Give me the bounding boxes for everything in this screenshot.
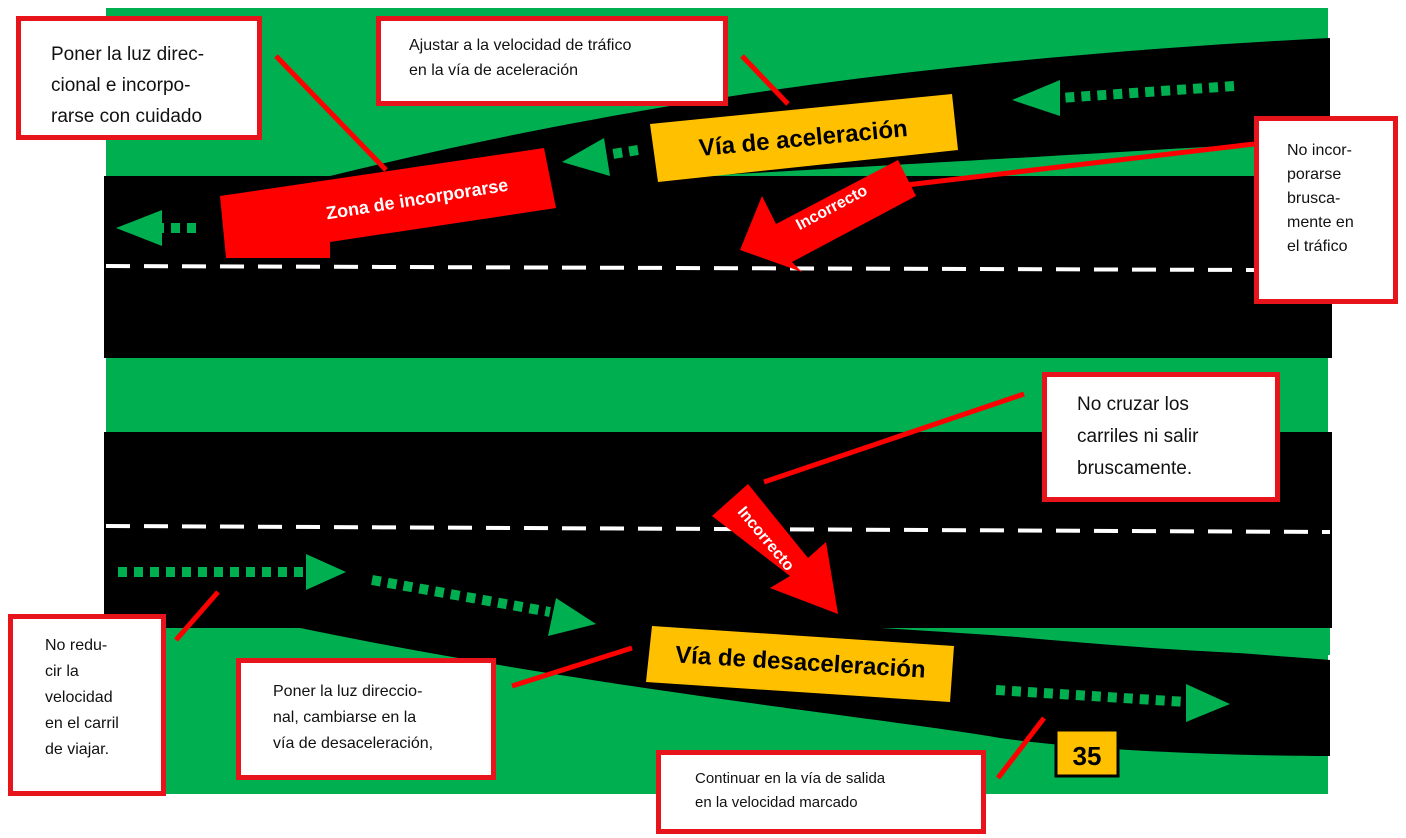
- callout-no-abrupt-merge: No incor- porarse brusca- mente en el tr…: [1254, 116, 1398, 304]
- merge-zone-arrow: Zona de incorporarse: [220, 148, 556, 258]
- green-arrow-ramp-mid: [562, 138, 639, 176]
- green-arrow-to-ramp: [371, 575, 596, 636]
- deceleration-ramp-island: [920, 628, 1330, 655]
- speed-limit-sign: 35: [1054, 728, 1120, 778]
- green-arrow-exit: [995, 684, 1230, 722]
- callout-continue-exit: Continuar en la vía de salida en la velo…: [656, 750, 986, 834]
- top-lane-divider: [105, 264, 1255, 272]
- green-arrow-ramp-in: [1012, 80, 1235, 116]
- callout-signal-merge: Poner la luz direc- cional e incorpo- ra…: [16, 16, 262, 140]
- callout-no-cross-lanes: No cruzar los carriles ni salir bruscame…: [1042, 372, 1280, 502]
- callout-pointer-lines: [174, 54, 1255, 780]
- bottom-lane-divider: [105, 524, 1331, 534]
- speed-limit-label: 35: [1073, 741, 1102, 771]
- green-arrow-merge-left: [116, 210, 196, 246]
- deceleration-lane-sign: Vía de desaceleración: [646, 626, 954, 702]
- callout-signal-decel: Poner la luz direccio- nal, cambiarse en…: [236, 658, 496, 780]
- green-arrow-travel-lane: [118, 554, 346, 590]
- callout-no-slow-travel-lane: No redu- cir la velocidad en el carril d…: [8, 614, 166, 796]
- acceleration-lane-sign: Vía de aceleración: [650, 94, 958, 182]
- callout-adjust-speed: Ajustar a la velocidad de tráfico en la …: [376, 16, 728, 106]
